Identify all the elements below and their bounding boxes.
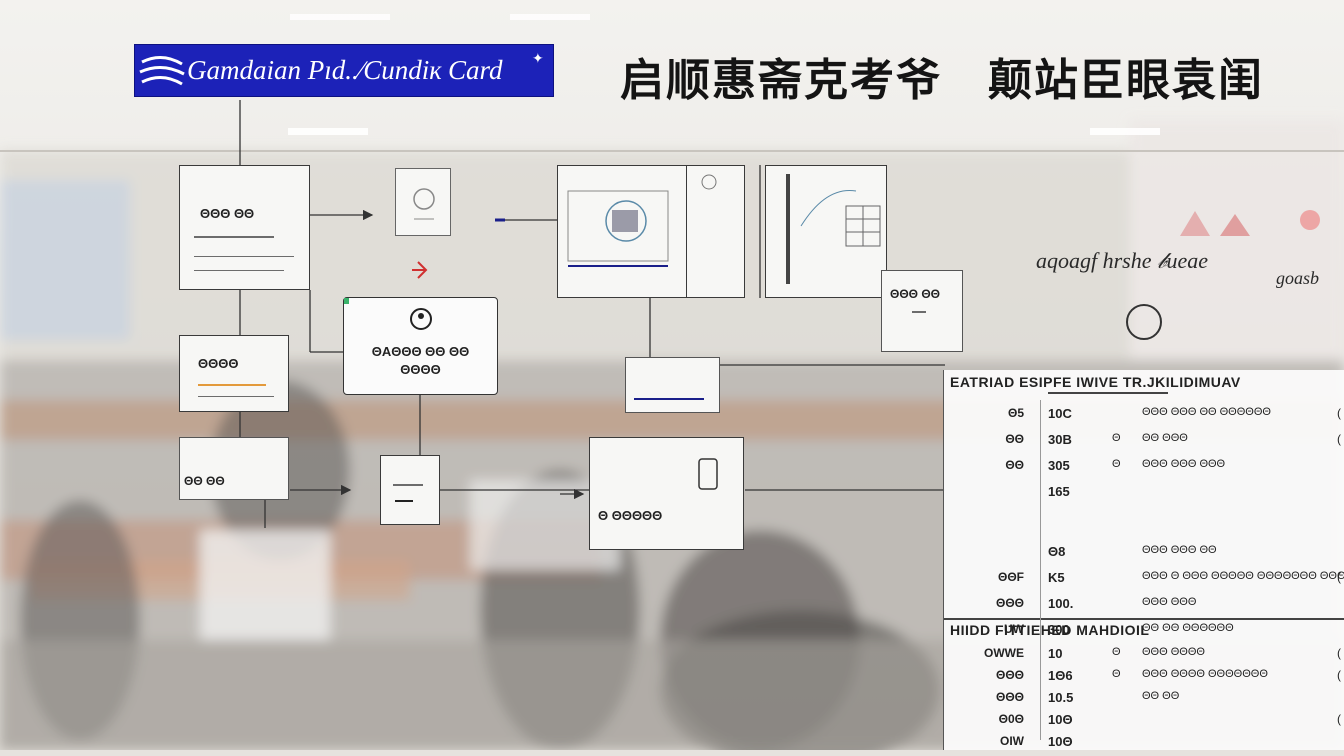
- table-row: 165: [944, 484, 1344, 506]
- table-row: UW 300 ΘΘ ΘΘ ΘΘΘΘΘΘ: [944, 622, 1344, 644]
- flow-icon-box: [395, 168, 451, 236]
- table-cell-c1: OIW: [1000, 734, 1024, 748]
- table-cell-c4: ΘΘΘ ΘΘΘΘ: [1142, 646, 1205, 658]
- flow-image-box-left: [557, 165, 687, 298]
- table-cell-c4: ΘΘΘ ΘΘΘ ΘΘ ΘΘΘΘΘΘ: [1142, 406, 1271, 418]
- table-row: ΘΘ 30B Θ ΘΘ ΘΘΘ (: [944, 432, 1344, 454]
- table-cell-c2: 100.: [1048, 596, 1074, 611]
- table-cell-c2: K5: [1048, 570, 1065, 585]
- table-cell-c1: ΘΘ: [1005, 432, 1024, 446]
- table-cell-c2: 10C: [1048, 406, 1072, 421]
- table-cell-c4: ΘΘ ΘΘ ΘΘΘΘΘΘ: [1142, 622, 1234, 634]
- table-cell-c2: 300: [1048, 622, 1070, 637]
- table-row: ΘΘΘ 10.5 ΘΘ ΘΘ: [944, 690, 1344, 712]
- table-row: Θ5 10C ΘΘΘ ΘΘΘ ΘΘ ΘΘΘΘΘΘ (: [944, 406, 1344, 428]
- flow-side-box-label: ΘΘΘ ΘΘ: [890, 287, 941, 301]
- table-row: ΘΘΘ 1Θ6 Θ ΘΘΘ ΘΘΘΘ ΘΘΘΘΘΘΘ (: [944, 668, 1344, 690]
- table-cell-c1: OWWE: [984, 646, 1024, 660]
- flow-box-a: ΘΘΘ ΘΘ: [179, 165, 310, 290]
- table-cell-c1: Θ5: [1007, 406, 1024, 420]
- table-cell-c4: ΘΘΘ Θ ΘΘΘ ΘΘΘΘΘ ΘΘΘΘΘΘΘ ΘΘΘΘ: [1142, 570, 1344, 582]
- table-cell-c3: Θ: [1112, 646, 1121, 658]
- flow-box-c-label: ΘΘ ΘΘ: [184, 474, 225, 488]
- table-cell-c3: Θ: [1112, 458, 1121, 470]
- corner-accent: [344, 298, 355, 304]
- flow-box-a-label: ΘΘΘ ΘΘ: [200, 206, 255, 221]
- center-process-card: ΘAΘΘΘ ΘΘ ΘΘ ΘΘΘΘ: [343, 297, 498, 395]
- flow-box-b-label: ΘΘΘΘ: [198, 356, 239, 371]
- table-cell-c3: Θ: [1112, 432, 1121, 444]
- flow-box-small: [380, 455, 440, 525]
- table-cell-c4: ΘΘ ΘΘ: [1142, 690, 1180, 702]
- table-cell-c5: (: [1337, 432, 1341, 446]
- table-cell-c4: ΘΘΘ ΘΘΘΘ ΘΘΘΘΘΘΘ: [1142, 668, 1268, 680]
- flow-box-d: Θ ΘΘΘΘΘ: [589, 437, 744, 550]
- person-icon: [410, 308, 432, 330]
- table-row: Θ8 ΘΘΘ ΘΘΘ ΘΘ: [944, 544, 1344, 566]
- flow-box-c: ΘΘ ΘΘ: [179, 437, 289, 500]
- table-cell-c5: (: [1337, 668, 1341, 682]
- page-title: 启顺惠斋克考爷 颠站臣眼袁闺: [620, 56, 1264, 105]
- table-cell-c1: ΘΘΘ: [995, 668, 1024, 682]
- spec-table-panel: EATRIAD ESIPFE IWIVE TR.JKILIDIMUAV Θ5 10…: [943, 370, 1344, 750]
- table-cell-c1: ΘΘΘ: [995, 596, 1024, 610]
- sketch-icon: [413, 188, 435, 220]
- sparkle-icon: ✦: [532, 50, 544, 66]
- center-card-line2: ΘΘΘΘ: [400, 362, 441, 377]
- table-cell-c5: (: [1337, 646, 1341, 660]
- table-cell-c3: Θ: [1112, 668, 1121, 680]
- center-card-line1: ΘAΘΘΘ ΘΘ ΘΘ: [371, 344, 470, 359]
- flow-side-box: ΘΘΘ ΘΘ: [881, 270, 963, 352]
- table-row: ΘΘF K5 ΘΘΘ Θ ΘΘΘ ΘΘΘΘΘ ΘΘΘΘΘΘΘ ΘΘΘΘ(: [944, 570, 1344, 592]
- table-cell-c2: 165: [1048, 484, 1070, 499]
- table-row: ΘΘ 305 Θ ΘΘΘ ΘΘΘ ΘΘΘ: [944, 458, 1344, 480]
- flow-box-b: ΘΘΘΘ: [179, 335, 289, 412]
- table-cell-c1: UW: [1004, 622, 1024, 636]
- diagram-sketch-icon: [567, 190, 669, 267]
- table-cell-c1: Θ0Θ: [998, 712, 1024, 726]
- table-cell-c5: (: [1337, 406, 1341, 420]
- ring-icon: [1126, 304, 1162, 340]
- table-row: ΘΘΘ 100. ΘΘΘ ΘΘΘ: [944, 596, 1344, 618]
- handwritten-caption-far: goasb: [1276, 268, 1320, 288]
- table-cell-c2: Θ8: [1048, 544, 1066, 559]
- table-header-1: EATRIAD ESIPFE IWIVE TR.JKILIDIMUAV: [950, 374, 1241, 390]
- table-cell-c4: ΘΘΘ ΘΘΘ ΘΘ: [1142, 544, 1217, 556]
- table-row: Θ0Θ 10Θ (: [944, 712, 1344, 734]
- flow-image-box-mid: [687, 165, 745, 298]
- table-cell-c5: (: [1337, 570, 1341, 584]
- table-row: OWWE 10 Θ ΘΘΘ ΘΘΘΘ (: [944, 646, 1344, 668]
- handwritten-caption: aqoagf hrshe 𝒷ueae: [1036, 248, 1208, 273]
- table-cell-c1: ΘΘF: [998, 570, 1024, 584]
- table-cell-c2: 30B: [1048, 432, 1072, 447]
- table-cell-c2: 1Θ6: [1048, 668, 1073, 683]
- wave-logo-icon: [139, 56, 185, 86]
- table-cell-c2: 10.5: [1048, 690, 1074, 705]
- flow-box-d-label: Θ ΘΘΘΘΘ: [598, 508, 663, 523]
- table-cell-c1: ΘΘ: [1005, 458, 1024, 472]
- decor-flags-icon: [1180, 210, 1320, 236]
- brand-banner: Gamdaian Pıd..∕Cundiĸ Card: [134, 44, 554, 97]
- grid-sketch-icon: [786, 174, 881, 284]
- flow-box-e: [625, 357, 720, 413]
- table-cell-c2: 10: [1048, 646, 1063, 661]
- table-cell-c2: 10Θ: [1048, 712, 1073, 727]
- table-cell-c5: (: [1337, 712, 1341, 726]
- table-header-2: HIIDD FITTIEHED MAHDIOIL: [950, 622, 1150, 638]
- flow-image-box-right: [765, 165, 887, 298]
- table-cell-c1: ΘΘΘ: [995, 690, 1024, 704]
- table-row: OIW 10Θ: [944, 734, 1344, 756]
- device-icon: [698, 458, 718, 490]
- table-cell-c4: ΘΘΘ ΘΘΘ ΘΘΘ: [1142, 458, 1226, 470]
- table-cell-c2: 305: [1048, 458, 1070, 473]
- pin-icon: [701, 174, 717, 190]
- table-cell-c4: ΘΘ ΘΘΘ: [1142, 432, 1188, 444]
- table-cell-c2: 10Θ: [1048, 734, 1073, 749]
- table-cell-c4: ΘΘΘ ΘΘΘ: [1142, 596, 1197, 608]
